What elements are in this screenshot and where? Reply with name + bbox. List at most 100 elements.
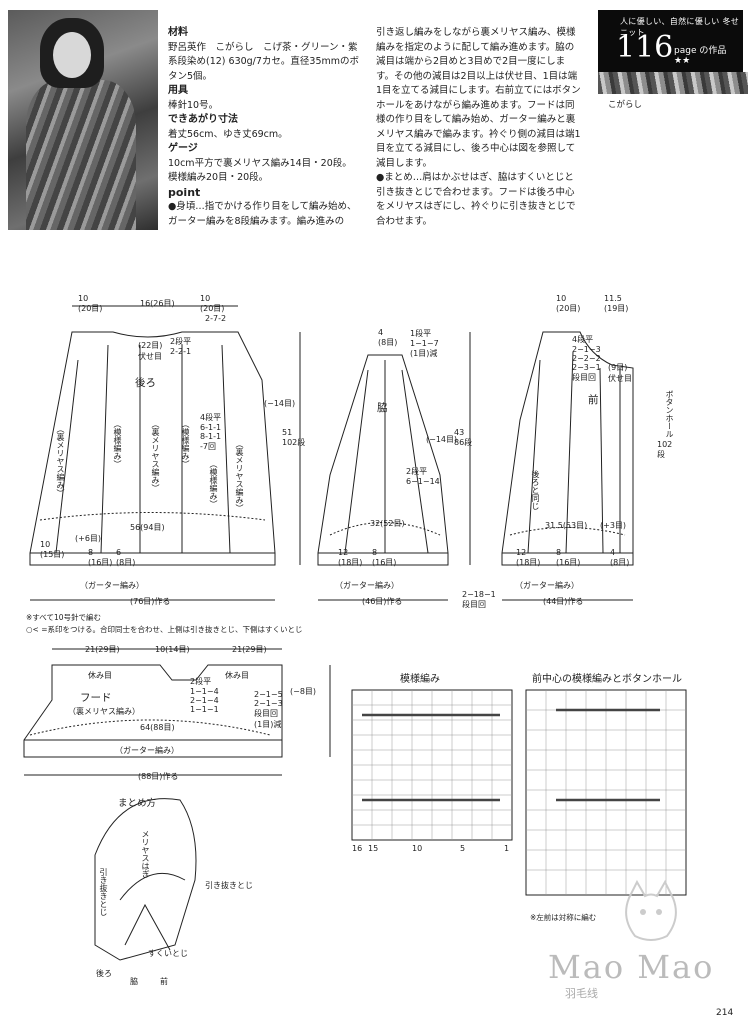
size-heading: できあがり寸法 bbox=[168, 114, 238, 125]
header-number: 116 bbox=[616, 30, 674, 65]
side-cast-label: (46目)作る bbox=[362, 597, 403, 606]
back-pat-label-1: （模様編み） bbox=[113, 420, 122, 468]
gauge-heading: ゲージ bbox=[168, 143, 198, 154]
hood-minus8: (−8目) bbox=[290, 687, 317, 696]
back-top-right: 10 (20目) bbox=[200, 294, 225, 313]
assembly-label-mattress: すくいとじ bbox=[148, 949, 188, 958]
front-title: 前 bbox=[588, 394, 599, 406]
chart-mark-15: 15 bbox=[368, 844, 379, 853]
back-bottom-8: 8 (16目) bbox=[88, 548, 113, 567]
instructions-text: 引き返し編みをしながら裏メリヤス編み、模様編みを指定のように配して編み進めます。… bbox=[376, 27, 581, 169]
chart-gridlines bbox=[352, 690, 686, 895]
point-text: ●身頃…指でかける作り目をして編み始め、ガーター編みを8段編みます。編み進みの bbox=[168, 201, 357, 227]
chart-note: ※左前は対称に編む bbox=[530, 913, 597, 922]
back-rev-label-2: （裏メリヤス編み） bbox=[151, 420, 160, 492]
back-bind-off: (22目) 伏せ目 bbox=[138, 341, 163, 361]
hood-width: 64(88目) bbox=[140, 723, 175, 732]
yarn-caption: こがらし bbox=[608, 100, 643, 110]
chart-cable-marks bbox=[362, 708, 660, 802]
side-outline bbox=[317, 354, 449, 566]
back-outline bbox=[29, 331, 276, 566]
front-top-left: 10 (20目) bbox=[556, 294, 581, 313]
page-header: 人に優しい、自然に優しい 冬せニット 116 page の作品 ★★ bbox=[598, 10, 743, 72]
back-minus14: (−14目) bbox=[264, 399, 296, 408]
back-top-left: 10 (20目) bbox=[78, 294, 103, 313]
hood-decrease-right: 2−1−5 2−1−3 段目回 (1目)減 bbox=[254, 690, 283, 729]
back-rev-label-1: （裏メリヤス編み） bbox=[56, 425, 65, 497]
hood-top-left: 21(29目) bbox=[85, 645, 120, 654]
front-bottom-8: 8 (16目) bbox=[556, 548, 581, 567]
chart-mark-5: 5 bbox=[460, 844, 466, 853]
materials-text: 野呂英作 こがらし こげ茶・グリーン・紫系段染め(12) 630g/7カセ。直径… bbox=[168, 41, 360, 82]
chart-mark-1: 1 bbox=[504, 844, 510, 853]
cat-watermark-icon bbox=[625, 879, 677, 941]
assembly-title: まとめ方 bbox=[118, 798, 157, 809]
front-buttonhole: ボタンホール bbox=[665, 390, 674, 438]
front-width: 31.5(53目) bbox=[545, 521, 588, 530]
note-matching: ○< =系印をつける。合印同士を合わせ、上側は引き抜きとじ、下側はすくいとじ bbox=[26, 625, 303, 634]
hood-rev-label: （裏メリヤス編み） bbox=[68, 707, 140, 716]
pattern-chart-title: 模様編み bbox=[400, 674, 440, 685]
back-garter-label: （ガーター編み） bbox=[80, 581, 144, 590]
back-bottom-6: 6 (8目) bbox=[116, 548, 136, 567]
front-bottom-4: 4 (8目) bbox=[610, 548, 630, 567]
instructions-column: 引き返し編みをしながら裏メリヤス編み、模様編みを指定のように配して編み進めます。… bbox=[376, 26, 581, 229]
side-bottom-note: 2−18−1 段目回 bbox=[462, 590, 496, 609]
side-bottom-8: 8 (16目) bbox=[372, 548, 397, 567]
yarn-sample bbox=[598, 72, 748, 94]
assembly-back: 後ろ bbox=[96, 969, 112, 978]
side-title: 脇 bbox=[377, 402, 388, 414]
watermark-text: Mao Mao bbox=[548, 948, 715, 986]
page-number: 214 bbox=[716, 1008, 734, 1018]
front-neck-decrease: 4段平 2−1−3 2−2−2 2−3−1 段目回 bbox=[572, 335, 601, 382]
front-top-right: 11.5 (19目) bbox=[604, 294, 629, 313]
side-bottom-12: 12 (18目) bbox=[338, 548, 363, 567]
hood-top-center: 10(14目) bbox=[155, 645, 190, 654]
back-neck-decrease: 2段平 2-2-1 bbox=[170, 337, 192, 356]
back-bottom-10: 10 (15目) bbox=[40, 540, 65, 559]
back-title: 後ろ bbox=[135, 377, 156, 389]
back-rev-label-3: （裏メリヤス編み） bbox=[235, 440, 244, 512]
back-side-decrease: 4段平 6-1-1 8-1-1 -7回 bbox=[200, 413, 222, 451]
side-minus14: (−14目) bbox=[426, 435, 458, 444]
front-garter-label: （ガーター編み） bbox=[515, 581, 579, 590]
model-photo bbox=[8, 10, 158, 230]
front-length: 102 段 bbox=[657, 440, 673, 459]
hood-rest-right: 休み目 bbox=[225, 671, 249, 680]
back-pat-label-2: （模様編み） bbox=[181, 420, 190, 468]
side-top-decrease: 1段平 1−1−7 (1目)減 bbox=[410, 329, 439, 358]
finishing-text: ●まとめ…肩はかぶせはぎ、脇はすくいとじと引き抜きとじで合わせます。フードは後ろ… bbox=[376, 172, 576, 227]
tools-text: 棒針10号。 bbox=[168, 99, 219, 111]
back-plus6: (+6目) bbox=[75, 534, 102, 543]
info-column: 材料 野呂英作 こがらし こげ茶・グリーン・紫系段染め(12) 630g/7カセ… bbox=[168, 26, 363, 229]
assembly-front: 前 bbox=[160, 977, 168, 986]
face-shape bbox=[53, 32, 91, 78]
hood-outline bbox=[23, 664, 283, 758]
assembly-label-slip-1: 引き抜きとじ bbox=[99, 868, 108, 916]
hood-title: フード bbox=[80, 692, 112, 704]
watermark-subtext: 羽毛线 bbox=[565, 987, 598, 1000]
gauge-text-1: 10cm平方で裏メリヤス編み14目・20段。 bbox=[168, 157, 352, 169]
header-page-text: page の作品 ★★ bbox=[674, 46, 727, 66]
side-width: 32(52目) bbox=[370, 519, 405, 528]
point-heading: point bbox=[168, 185, 201, 199]
back-cast-label: (76目)作る bbox=[130, 597, 171, 606]
gauge-text-2: 模様編み20目・20段。 bbox=[168, 172, 269, 183]
assembly-label-slip-2: 引き抜きとじ bbox=[205, 881, 253, 890]
assembly-outline bbox=[94, 798, 197, 961]
hood-top-right: 21(29目) bbox=[232, 645, 267, 654]
front-plus3: (+3目) bbox=[600, 521, 627, 530]
front-bottom-12: 12 (18目) bbox=[516, 548, 541, 567]
side-top: 4 (8目) bbox=[378, 328, 398, 347]
front-edge-chart-title: 前中心の模様編みとボタンホール bbox=[532, 674, 682, 685]
chart-mark-10: 10 bbox=[412, 844, 423, 853]
tools-heading: 用具 bbox=[168, 85, 188, 96]
front-short-rows: 後ろと同じ bbox=[531, 470, 540, 510]
hood-decrease: 2段平 1−1−4 2−1−4 1−1−1 bbox=[190, 677, 219, 714]
side-decrease: 2段平 6−1−14 bbox=[406, 467, 440, 486]
side-garter-label: （ガーター編み） bbox=[335, 581, 399, 590]
header-subtitle: 人に優しい、自然に優しい 冬せニット bbox=[620, 17, 740, 37]
assembly-label-grafting: メリヤスはぎ bbox=[141, 830, 150, 878]
note-needle: ※すべて10号針で編む bbox=[26, 613, 102, 622]
